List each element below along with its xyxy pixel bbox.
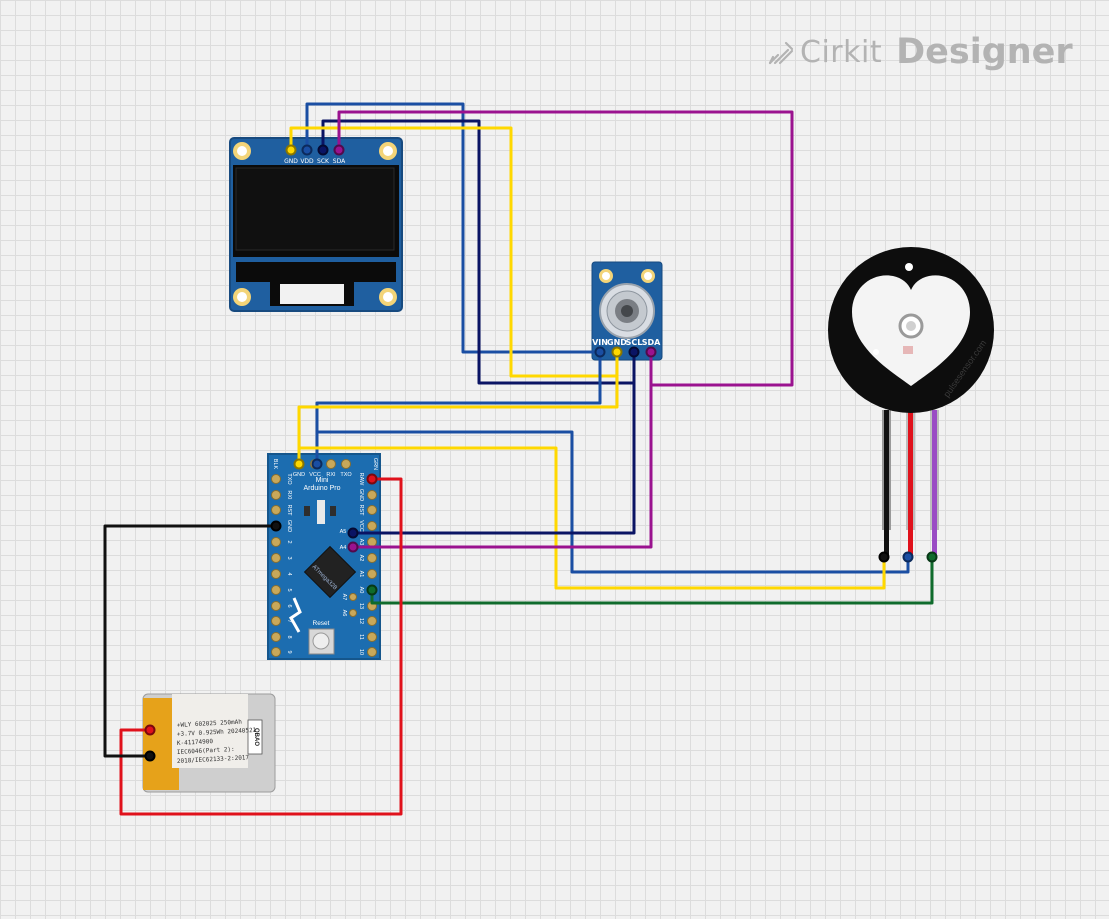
wire-arduino-vcc-to-pulse-vcc [315,430,910,574]
battery-label-line-3: K-41174900 [177,738,214,747]
arduino-left-pin-7: 7 [286,619,292,622]
connector-pulse-vcc [902,551,914,563]
wire-arduino-gnd-to-battery-negative [103,524,278,758]
connector-pulse-gnd [878,551,890,563]
oled-pin-label-sda: SDA [333,158,346,165]
arduino-top-pin-grn: GRN [372,458,378,470]
arduino-top-pin-rxi: RXI [326,472,336,478]
arduino-right-pin-11: 11 [358,634,364,640]
arduino-left-pin-5: 5 [286,588,292,591]
temp-pin-label-gnd: GND [607,338,627,347]
connector-arduino-raw [366,473,378,485]
connector-oled-sck [317,144,329,156]
arduino-top-pin-blk: BLK [272,459,278,470]
arduino-right-pin-a3: A3 [358,539,364,546]
arduino-left-pin-gnd: GND [286,520,292,532]
oled-pin-label-vdd: VDD [300,158,314,165]
temp-pin-label-scl: SCL [626,338,643,347]
wire-oled-sda-to-temp-sda [337,110,794,387]
connector-oled-gnd [285,144,297,156]
arduino-left-pin-rst: RST [286,505,292,517]
arduino-right-pin-a0: A0 [358,587,364,594]
arduino-top-pin-txo: TXO [340,472,352,478]
arduino-inner-pin-a4: A4 [340,545,347,551]
cirkit-designer-logo: Cirkit Designer [766,30,1073,74]
arduino-left-pin-2: 2 [286,540,292,543]
battery-label-line-2: +3.7V 0.925Wh 20240521 [177,727,257,738]
arduino-left-pin-6: 6 [286,604,292,607]
arduino-right-pin-vcc: VCC [358,520,364,532]
arduino-title-line-1: Mini [316,477,329,484]
arduino-left-pin-rxi: RXI [286,490,292,500]
reset-label: Reset [313,620,330,627]
wire-temp-gnd-to-arduino-gnd [297,350,619,466]
connector-arduino-a5 [347,527,359,539]
arduino-inner-pin-a7: A7 [341,594,347,601]
connector-battery-positive [144,724,156,736]
arduino-right-pin-10: 10 [358,649,364,655]
logo-word-designer: Designer [896,32,1073,72]
wire-arduino-gnd-to-pulse-gnd [297,446,886,590]
arduino-right-pin-12: 12 [358,618,364,624]
connector-arduino-a4 [347,541,359,553]
connector-temp-vin [594,346,606,358]
connector-temp-gnd [611,346,623,358]
arduino-top-pin-labels: BLK GND VCC RXI TXO GRN [272,458,378,478]
connector-battery-negative [144,750,156,762]
arduino-inner-pin-a5: A5 [340,529,347,535]
wire-oled-vdd-to-temp-vin [305,102,602,354]
wire-temp-sda-to-arduino-a4 [351,350,653,549]
connector-oled-sda [333,144,345,156]
connector-pulse-signal [926,551,938,563]
arduino-right-pin-raw: RAW [358,473,364,486]
oled-pin-label-gnd: GND [284,158,298,165]
arduino-right-pin-13: 13 [358,603,364,609]
connector-oled-vdd [301,144,313,156]
arduino-left-pin-labels: TXO RXI RST GND 2 3 4 5 6 7 8 9 [286,473,292,653]
arduino-inner-pin-a6: A6 [341,610,347,617]
connector-temp-sda [645,346,657,358]
arduino-top-pin-vcc: VCC [309,472,321,478]
connector-temp-scl [628,346,640,358]
pulse-sensor[interactable]: pulsesensor.com [828,247,994,555]
logo-word-cirkit: Cirkit [800,34,883,70]
wires [103,102,934,816]
wire-arduino-raw-to-battery-positive [119,477,403,816]
sparkfun-flame-icon [289,597,302,633]
connector-arduino-left-gnd [270,520,282,532]
battery-tag-text: QBAO [253,728,259,746]
arduino-left-pin-3: 3 [286,556,292,559]
oled-pin-label-sck: SCK [317,158,330,165]
atmega-chip [303,545,357,599]
arduino-right-pin-a2: A2 [358,555,364,562]
wire-temp-scl-to-arduino-a5 [351,350,636,535]
arduino-right-pin-labels: RAW GND RST VCC A3 A2 A1 A0 13 12 11 10 … [340,473,364,655]
arduino-top-pin-gnd: GND [293,472,305,478]
battery-label-line-4: IEC6046(Part 2): [177,746,235,756]
connector-arduino-a0 [366,584,378,596]
connector-arduino-vcc [311,458,323,470]
temp-pin-label-vin: VIN [592,338,608,347]
connector-arduino-gnd [293,458,305,470]
arduino-left-pin-4: 4 [286,572,292,575]
oled-display-module[interactable]: GND VDD SCK SDA [229,137,403,312]
pin-connectors [144,144,938,762]
arduino-title-line-2: Arduino Pro [304,485,341,492]
ir-temperature-sensor-module[interactable]: VIN GND SCL SDA [591,261,663,361]
temp-pin-label-sda: SDA [642,338,661,347]
arduino-right-pin-gnd: GND [358,489,364,501]
arduino-left-pin-9: 9 [286,650,292,653]
arduino-left-pin-txo: TXO [286,473,292,485]
pencil-logo-icon [768,41,794,65]
arduino-pro-mini-board[interactable]: Mini Arduino Pro BLK GND VCC RXI TXO GRN… [267,453,381,660]
battery-label-line-5: 2018/IEC62133-2:2017 [177,754,250,765]
wire-pulse-signal-to-arduino-a0 [370,555,934,605]
lipo-battery[interactable]: QBAO +WLY 602025 250mAh +3.7V 0.925Wh 20… [142,693,276,793]
arduino-right-pin-rst: RST [358,505,364,517]
arduino-right-pin-a1: A1 [358,571,364,578]
battery-label-line-1: +WLY 602025 250mAh [177,719,243,729]
arduino-left-pin-8: 8 [286,635,292,638]
